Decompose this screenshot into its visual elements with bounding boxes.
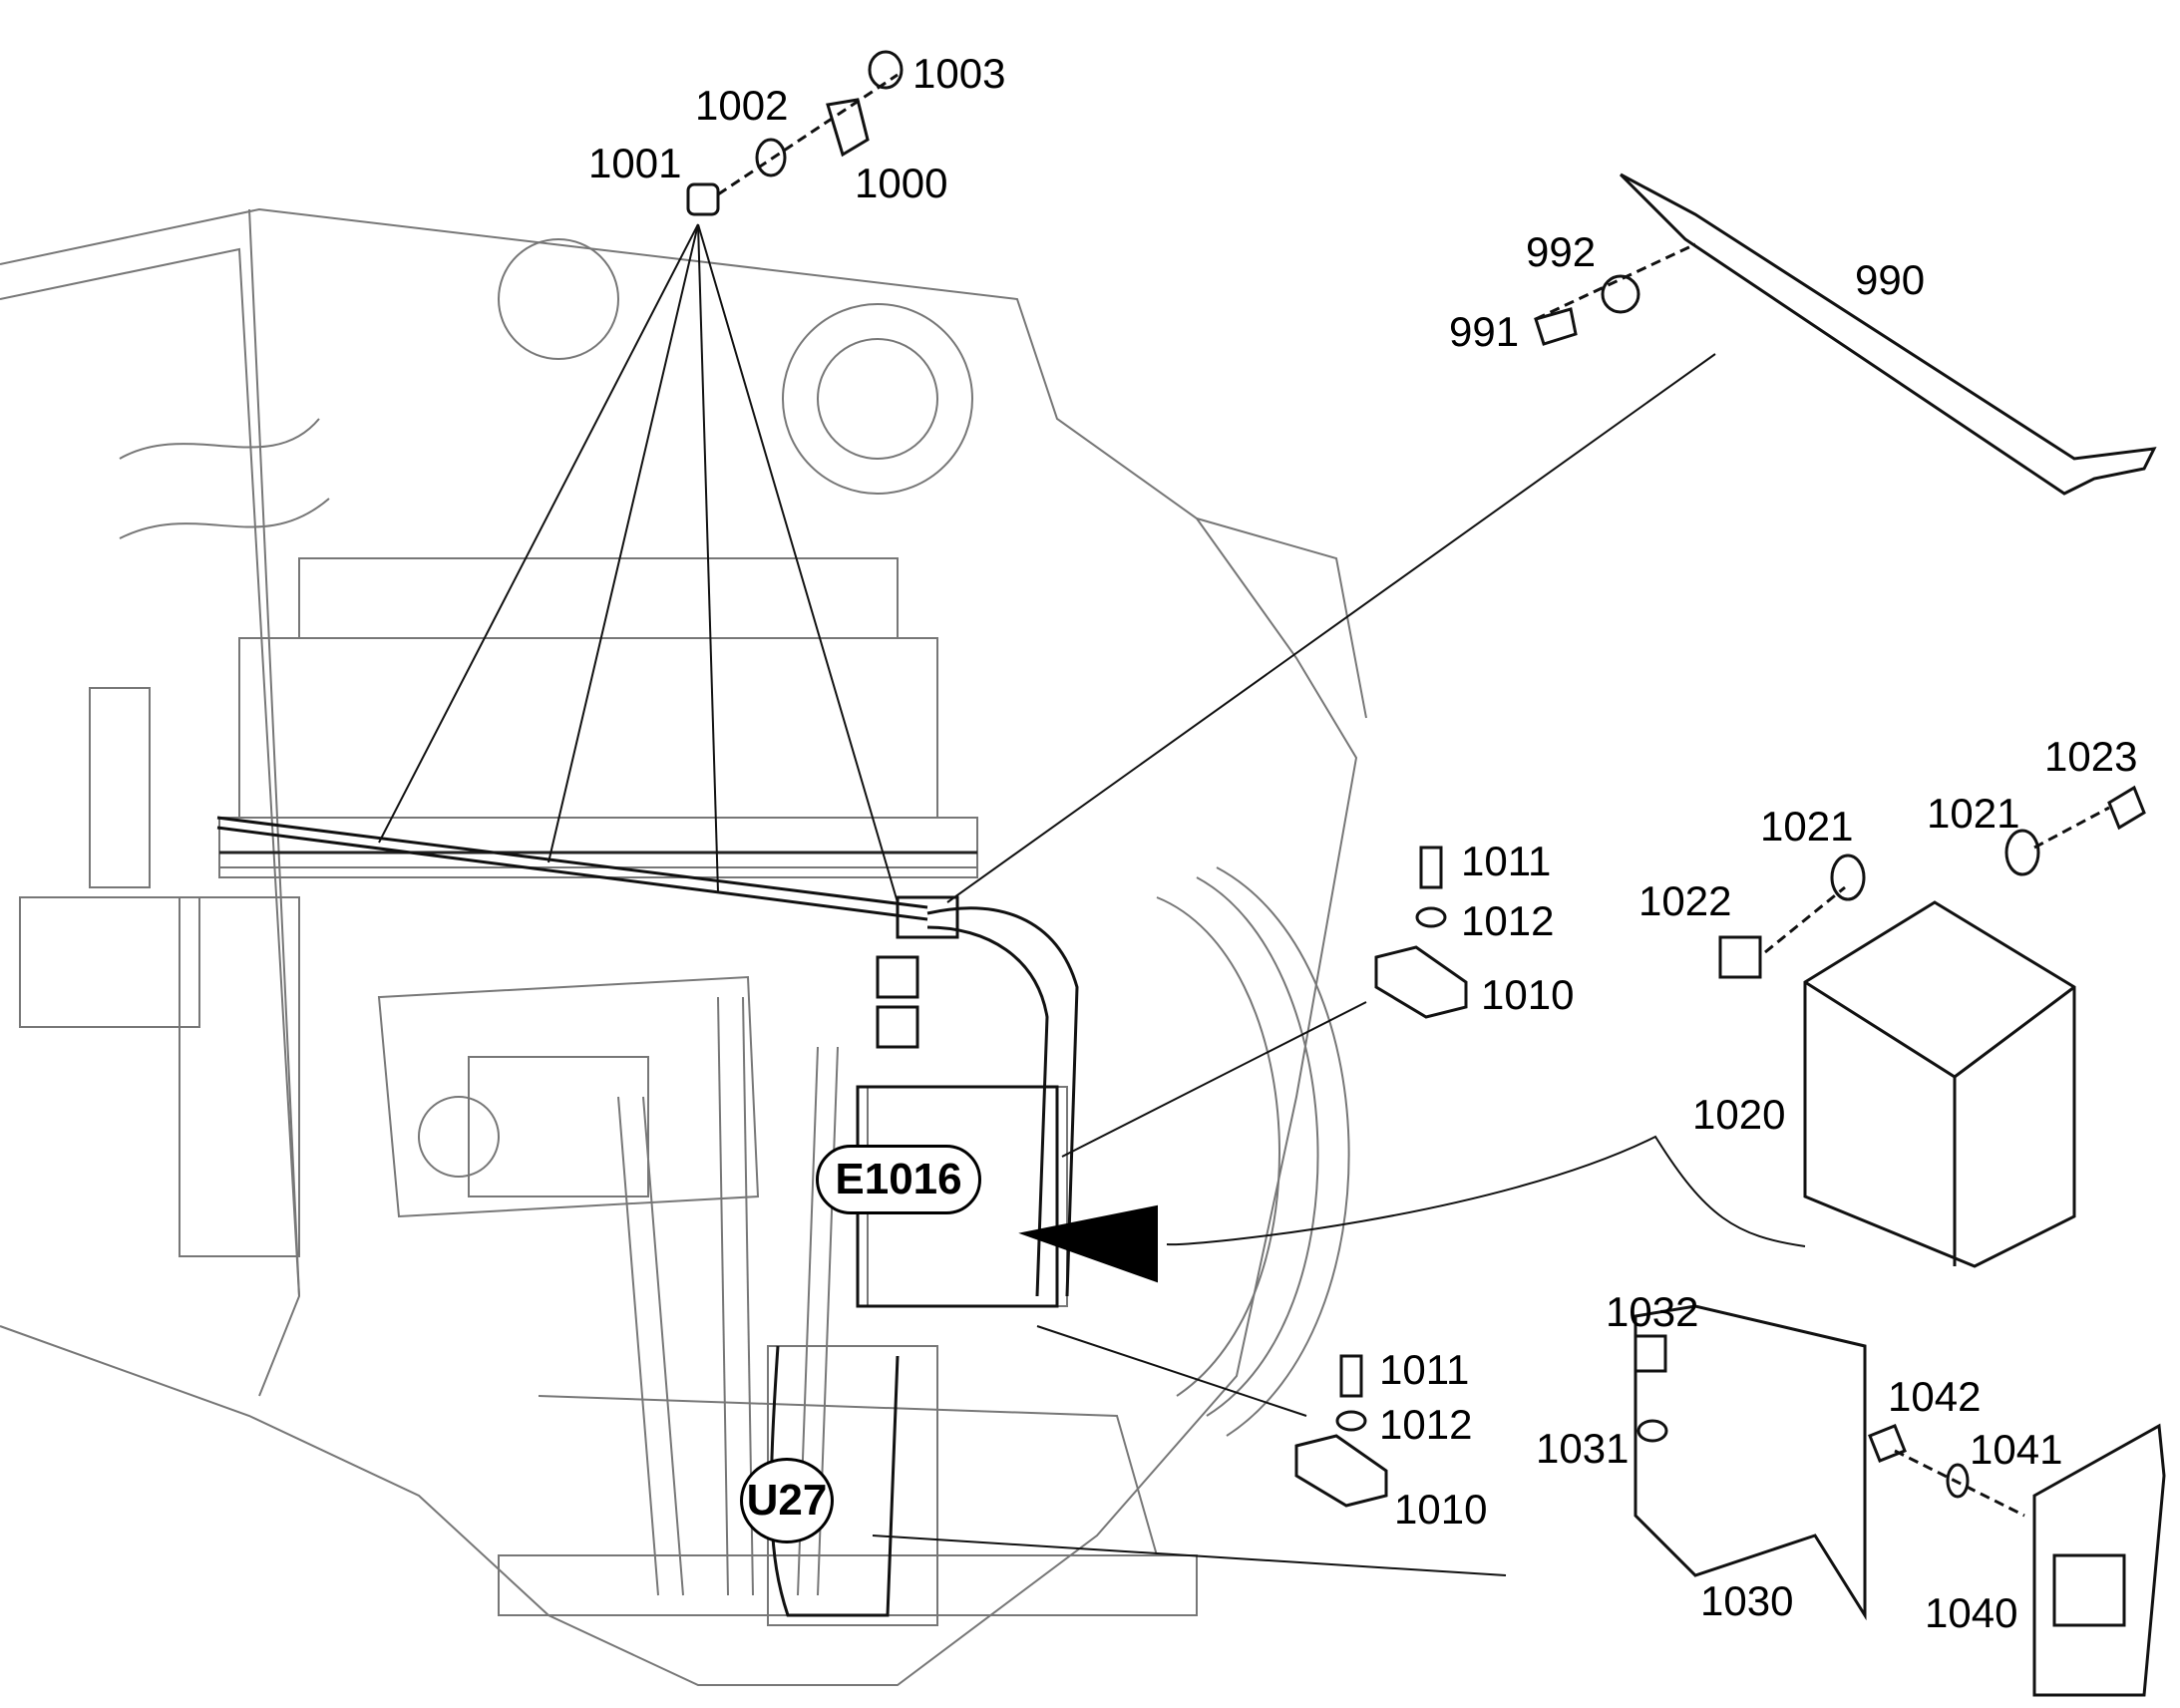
callout-1001: 1001 bbox=[588, 140, 682, 186]
callout-1010-upper: 1010 bbox=[1481, 971, 1575, 1018]
callout-1031: 1031 bbox=[1536, 1425, 1630, 1472]
callout-1042: 1042 bbox=[1888, 1373, 1982, 1420]
leader-lines bbox=[378, 223, 1806, 1576]
wire-harness bbox=[216, 816, 1079, 1297]
switch-1040-drawing bbox=[1868, 1423, 2166, 1697]
callout-1012-upper: 1012 bbox=[1461, 897, 1555, 944]
callout-1023: 1023 bbox=[2044, 733, 2138, 780]
badge-u27: U27 bbox=[740, 1458, 834, 1543]
callout-992: 992 bbox=[1526, 228, 1597, 275]
callout-1021-right: 1021 bbox=[1927, 790, 2020, 837]
engine-assembly-drawing bbox=[0, 207, 1367, 1686]
callout-1021-left: 1021 bbox=[1760, 803, 1854, 850]
callout-1011-upper: 1011 bbox=[1461, 838, 1552, 884]
bracket-990-drawing bbox=[1534, 172, 2157, 496]
callout-990: 990 bbox=[1855, 256, 1926, 303]
pointer-arrow bbox=[1018, 1204, 1158, 1283]
callout-1011-lower: 1011 bbox=[1379, 1346, 1470, 1393]
clamp-hardware-drawing bbox=[686, 50, 904, 216]
callout-1010-lower: 1010 bbox=[1394, 1486, 1488, 1533]
callout-1030: 1030 bbox=[1700, 1577, 1794, 1624]
bracket-1030-drawing bbox=[1634, 1304, 1867, 1621]
badge-e1016: E1016 bbox=[816, 1145, 981, 1214]
callout-1020: 1020 bbox=[1692, 1091, 1786, 1138]
callout-1041: 1041 bbox=[1970, 1426, 2063, 1473]
callout-991: 991 bbox=[1449, 308, 1520, 355]
callout-1000: 1000 bbox=[855, 160, 948, 206]
clip-1010-drawing bbox=[1294, 846, 1468, 1508]
callout-1003: 1003 bbox=[912, 50, 1006, 97]
callout-1032: 1032 bbox=[1606, 1288, 1699, 1335]
box-1020-drawing bbox=[1718, 785, 2146, 1268]
callout-1002: 1002 bbox=[695, 82, 789, 129]
callout-1040: 1040 bbox=[1925, 1589, 2018, 1636]
callout-1022: 1022 bbox=[1638, 877, 1732, 924]
callout-1012-lower: 1012 bbox=[1379, 1401, 1473, 1448]
